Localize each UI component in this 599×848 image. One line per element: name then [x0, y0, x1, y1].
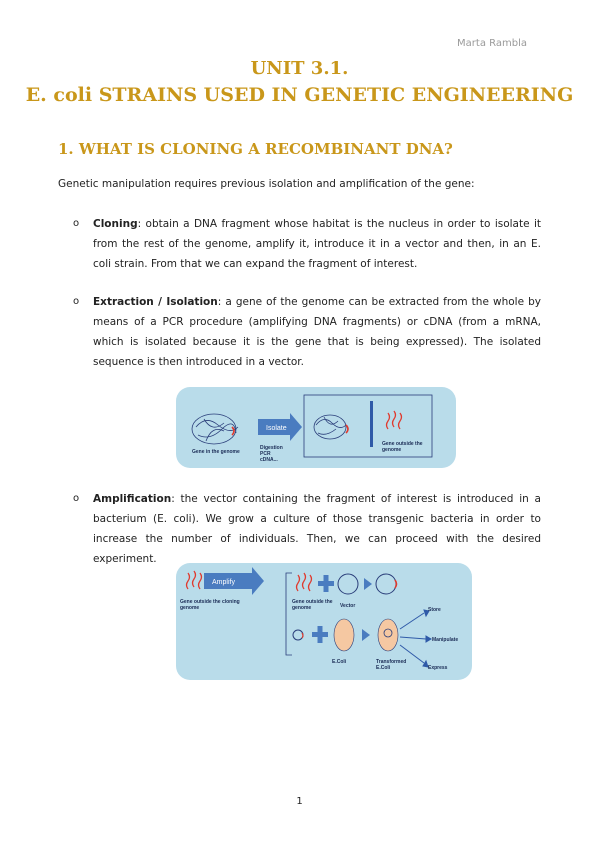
bullet-marker: o [73, 296, 80, 307]
unit-subtitle: E. coli STRAINS USED IN GENETIC ENGINEER… [25, 84, 574, 106]
label-express: Express [428, 665, 448, 671]
isolated-genes-icon [295, 572, 313, 592]
section-heading: 1. WHAT IS CLONING A RECOMBINANT DNA? [58, 140, 453, 158]
label-vector: Vector [340, 603, 355, 609]
label-digestion: Digestion [260, 445, 283, 451]
plasmid-icon [383, 628, 393, 638]
genome-tangle-icon [313, 414, 347, 440]
amplification-diagram: Amplify Gene outside the cloning genome … [180, 567, 458, 671]
label-gene-outside: Gene outside the [382, 441, 423, 447]
bullet-text: : obtain a DNA fragment whose habitat is… [93, 218, 541, 270]
isolated-genes-icon [385, 410, 403, 430]
unit-title: UNIT 3.1. [250, 58, 349, 79]
gene-marker-icon [301, 632, 304, 639]
page-number: 1 [296, 796, 303, 807]
transformed-ecoli-icon [377, 618, 399, 652]
label-genome: genome [292, 605, 311, 611]
label-genome: genome [382, 447, 401, 453]
arrow-icon [364, 578, 372, 590]
ecoli-cell-icon [333, 618, 355, 652]
isolate-arrow-icon [258, 413, 302, 441]
isolation-box [303, 394, 433, 458]
author-name: Marta Rambla [457, 38, 527, 49]
bracket [285, 572, 292, 656]
gene-marker-icon [345, 424, 349, 434]
bullet-amplification: o Amplification: the vector containing t… [73, 489, 541, 569]
recombinant-plasmid-icon [375, 573, 397, 595]
bullet-extraction: o Extraction / Isolation: a gene of the … [73, 292, 541, 372]
plus-icon [312, 626, 328, 643]
isolation-diagram: Gene in the genome Isolate Digestion PCR… [191, 394, 433, 463]
plasmid-icon [292, 629, 304, 641]
label-ecoli: E.Coli [376, 665, 391, 671]
genome-tangle-icon [191, 413, 239, 445]
outcome-arrows [399, 609, 432, 668]
intro-paragraph: Genetic manipulation requires previous i… [58, 178, 475, 190]
bullet-text: : a gene of the genome can be extracted … [93, 296, 541, 368]
bullet-term: Extraction / Isolation [93, 296, 218, 308]
gene-marker-icon [394, 579, 398, 589]
bullet-cloning: o Cloning: obtain a DNA fragment whose h… [73, 214, 541, 274]
amplification-figure: Amplify Gene outside the cloning genome … [176, 563, 472, 680]
label-ecoli: E.Coli [332, 659, 347, 665]
gene-marker-icon [231, 426, 235, 436]
label-genome: genome [180, 605, 199, 611]
label-gene-outside-cloning: Gene outside the cloning [180, 599, 240, 605]
amplify-arrow-icon [204, 567, 264, 595]
label-gene-in-genome: Gene in the genome [192, 449, 240, 455]
bullet-marker: o [73, 493, 80, 504]
label-gene-outside: Gene outside the [292, 599, 333, 605]
bullet-term: Cloning [93, 218, 138, 230]
bullet-text: : the vector containing the fragment of … [93, 493, 541, 565]
separator-bar [370, 401, 373, 447]
isolated-genes-icon [185, 570, 203, 590]
label-manipulate: Manipulate [432, 637, 458, 643]
label-store: Store [428, 607, 441, 613]
label-pcr: PCR [260, 451, 271, 457]
bullet-marker: o [73, 218, 80, 229]
label-transformed: Transformed [376, 659, 406, 665]
label-cdna: cDNA... [260, 457, 278, 463]
bullet-term: Amplification [93, 493, 172, 505]
plus-icon [318, 575, 334, 592]
isolate-arrow-label: Isolate [266, 425, 287, 432]
isolation-figure: Gene in the genome Isolate Digestion PCR… [176, 387, 456, 468]
amplify-arrow-label: Amplify [212, 579, 235, 586]
arrow-icon [362, 629, 370, 641]
vector-plasmid-icon [337, 573, 359, 595]
